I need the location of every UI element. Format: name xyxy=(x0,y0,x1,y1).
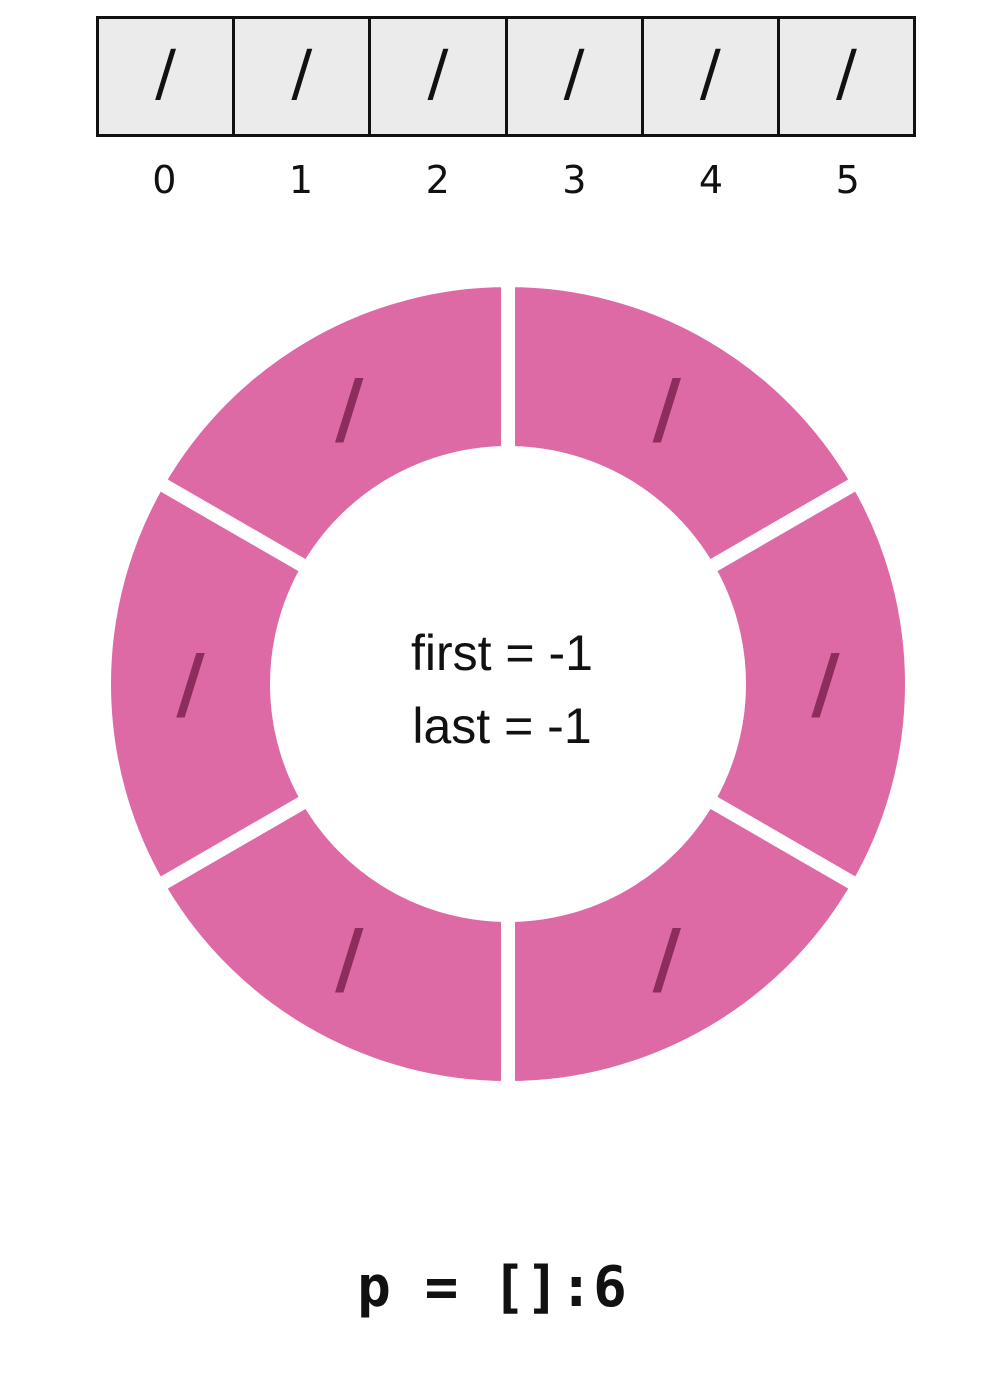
array-index-2: 2 xyxy=(425,158,450,202)
array-cell-3: / xyxy=(508,19,644,134)
ring-segment-0 xyxy=(501,272,868,579)
array-cell-1: / xyxy=(235,19,372,134)
ring-segment-1 xyxy=(698,472,919,896)
array-cell-5: / xyxy=(780,19,913,134)
ring-segment-label-1: / xyxy=(811,639,840,729)
array-cell-0: / xyxy=(99,19,236,134)
pointer-expression: p = []:6 xyxy=(357,1255,627,1320)
ring-slot-labels: / / / / / / xyxy=(176,364,840,1004)
array-index-1: 1 xyxy=(288,158,314,202)
array-index-5: 5 xyxy=(835,158,860,202)
array-index-4: 4 xyxy=(698,158,724,202)
array-strip: / / / / / / xyxy=(96,16,916,137)
array-cell-5-value: / xyxy=(836,36,857,109)
first-pointer-label: first = -1 xyxy=(411,625,593,681)
ring-segment-3 xyxy=(148,789,515,1096)
array-cell-4-value: / xyxy=(699,36,721,109)
array-cell-0-value: / xyxy=(155,36,177,109)
array-cell-2-value: / xyxy=(427,36,449,109)
array-cell-3-value: / xyxy=(563,36,585,109)
ring-segments xyxy=(97,272,919,1096)
array-cell-4: / xyxy=(644,19,780,134)
array-index-3: 3 xyxy=(562,158,587,202)
ring-segment-label-2: / xyxy=(653,914,682,1004)
array-index-0: 0 xyxy=(152,158,177,202)
last-pointer-label: last = -1 xyxy=(412,698,591,754)
ring-segment-label-3: / xyxy=(335,914,364,1004)
ring-segment-5 xyxy=(148,272,515,579)
array-cell-2: / xyxy=(371,19,508,134)
ring-segment-2 xyxy=(501,789,868,1096)
ring-segment-label-5: / xyxy=(335,364,364,454)
array-cell-1-value: / xyxy=(291,36,313,109)
ring-segment-label-0: / xyxy=(653,364,682,454)
array-index-row: 0 1 2 3 4 5 xyxy=(96,158,916,202)
ring-segment-label-4: / xyxy=(176,639,205,729)
ring-segment-4 xyxy=(97,472,318,896)
